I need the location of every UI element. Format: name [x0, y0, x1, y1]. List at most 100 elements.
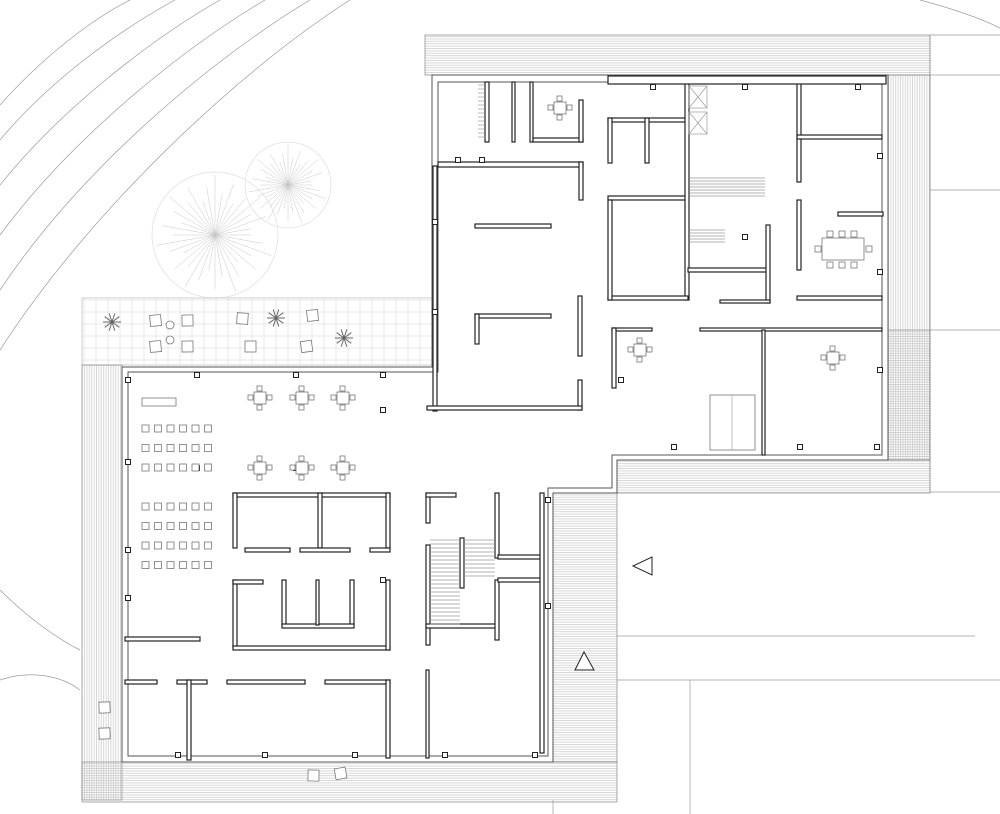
column — [545, 497, 551, 503]
desk — [166, 541, 175, 550]
column — [380, 372, 386, 378]
column — [877, 269, 883, 275]
desk — [141, 522, 150, 530]
desk — [141, 444, 150, 452]
desk — [141, 424, 150, 433]
desk — [166, 502, 175, 511]
desk — [154, 502, 162, 511]
chair — [149, 314, 162, 327]
desk — [141, 541, 150, 550]
desk — [204, 424, 212, 433]
desk — [154, 463, 162, 472]
desk — [154, 424, 162, 433]
desk — [204, 463, 212, 472]
desk — [191, 541, 200, 550]
desk — [141, 502, 150, 511]
desk — [166, 424, 175, 433]
meeting-table — [709, 394, 756, 451]
column — [877, 153, 883, 159]
desk — [166, 444, 175, 452]
desk — [179, 561, 187, 569]
column — [432, 309, 438, 315]
column — [262, 752, 268, 758]
column — [455, 157, 461, 163]
column — [855, 84, 861, 90]
chair — [333, 766, 348, 781]
plant-icon — [103, 313, 121, 331]
column — [125, 595, 131, 601]
desk — [154, 561, 162, 569]
plant-icon — [267, 309, 285, 327]
desk — [204, 522, 212, 530]
column — [125, 459, 131, 465]
chair — [244, 340, 257, 353]
column — [380, 407, 386, 413]
column — [380, 577, 386, 583]
tree-icon — [151, 141, 332, 299]
chair — [236, 312, 249, 325]
entrance-arrow-icon — [631, 556, 653, 576]
desk — [154, 541, 162, 550]
desk — [154, 444, 162, 452]
column — [874, 444, 880, 450]
stool — [165, 335, 175, 345]
column — [742, 234, 748, 240]
column — [650, 84, 656, 90]
classroom-desks — [141, 424, 212, 569]
chair — [149, 340, 162, 353]
column — [479, 157, 485, 163]
column — [293, 372, 299, 378]
column — [618, 377, 624, 383]
desk — [179, 444, 187, 452]
furniture — [98, 95, 873, 782]
counter — [141, 397, 177, 407]
columns — [125, 84, 883, 758]
desk — [204, 561, 212, 569]
interior-walls — [124, 75, 887, 761]
desk — [179, 463, 187, 472]
chair — [181, 340, 194, 353]
desk — [179, 424, 187, 433]
desk — [204, 444, 212, 452]
desk — [166, 561, 175, 569]
terrace — [81, 297, 433, 366]
column — [125, 547, 131, 553]
table-with-chairs — [247, 455, 273, 481]
column — [532, 752, 538, 758]
desk — [166, 463, 175, 472]
chair — [299, 339, 314, 354]
desk — [179, 502, 187, 511]
column — [442, 752, 448, 758]
desk — [141, 463, 150, 472]
desk — [141, 561, 150, 569]
table-with-chairs — [330, 455, 356, 481]
plant-icon — [335, 329, 353, 347]
chair — [181, 314, 194, 327]
chair — [306, 308, 320, 322]
column — [125, 377, 131, 383]
chair — [98, 727, 111, 740]
deck — [81, 34, 931, 803]
table-with-chairs — [247, 385, 273, 411]
terrain-contours — [0, 0, 1000, 691]
table-with-chairs — [820, 345, 846, 371]
desk — [204, 541, 212, 550]
site-lines — [552, 34, 1000, 814]
desk — [204, 502, 212, 511]
table-with-chairs — [289, 385, 315, 411]
column — [671, 444, 677, 450]
north-triangle-icon — [574, 650, 595, 671]
desk — [179, 541, 187, 550]
conference-table — [814, 230, 873, 269]
column — [194, 372, 200, 378]
column — [742, 84, 748, 90]
desk — [191, 463, 200, 472]
desk — [191, 502, 200, 511]
staircase — [430, 84, 765, 625]
table-with-chairs — [330, 385, 356, 411]
chair — [307, 769, 320, 782]
desk — [154, 522, 162, 530]
desk — [191, 522, 200, 530]
column — [432, 219, 438, 225]
